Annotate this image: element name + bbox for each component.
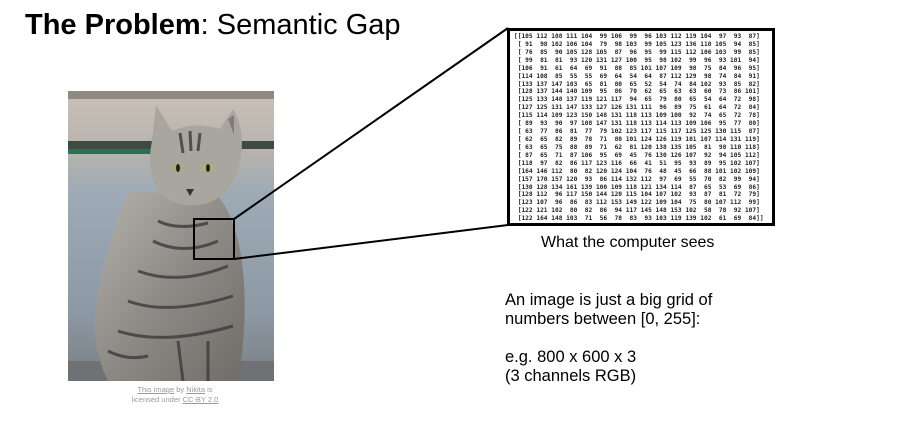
pixel-matrix: [[105 112 108 111 104 99 106 99 96 103 1… [507,28,775,226]
slide-title: The Problem: Semantic Gap [25,7,401,43]
credit-by-text: by [174,385,187,394]
matrix-row: [130 128 134 161 139 100 109 118 121 134… [514,183,760,191]
matrix-row: [[105 112 108 111 104 99 106 99 96 103 1… [514,33,760,40]
credit-license-text: licensed under [131,395,183,404]
matrix-row: [115 114 109 123 150 148 131 118 113 109… [514,112,760,120]
matrix-row: [ 63 77 86 81 77 79 102 123 117 115 117 … [514,128,760,136]
matrix-row: [ 99 81 81 93 120 131 127 100 95 98 102 … [514,56,760,64]
matrix-row: [125 133 148 137 119 121 117 94 65 79 80… [514,96,760,104]
matrix-row: [ 87 65 71 87 106 95 69 45 76 130 126 10… [514,151,760,159]
matrix-row: [157 170 157 120 93 86 114 132 112 97 69… [514,175,760,183]
matrix-row: [114 108 85 55 55 69 64 54 64 87 112 129… [514,72,760,80]
matrix-row: [127 125 131 147 133 127 126 131 111 96 … [514,104,760,112]
description: An image is just a big grid of numbers b… [505,291,712,405]
connector-line-top [233,27,509,220]
description-line: e.g. 800 x 600 x 3 [505,348,637,366]
matrix-row: [128 137 144 140 109 95 86 70 62 65 63 6… [514,88,760,96]
matrix-row: [164 146 112 80 82 120 124 104 76 48 45 … [514,167,760,175]
cat-image [68,91,274,381]
title-rest: : Semantic Gap [200,9,401,41]
title-bold: The Problem [25,9,201,41]
description-line: An image is just a big grid of [505,291,713,309]
matrix-row: [106 91 61 64 69 91 88 85 101 107 109 98… [514,64,760,72]
description-paragraph-1: An image is just a big grid of numbers b… [505,291,712,329]
matrix-row: [ 76 85 90 105 128 105 87 96 95 99 115 1… [514,48,760,56]
credit-is-text: is [205,385,213,394]
description-line: (3 channels RGB) [505,367,637,385]
description-paragraph-2: e.g. 800 x 600 x 3 (3 channels RGB) [505,348,712,386]
credit-author-link[interactable]: Nikita [186,385,206,394]
connector-line-bottom [233,224,509,260]
matrix-row: [133 137 147 103 65 81 80 65 52 54 74 84… [514,80,760,88]
matrix-row: [123 107 96 86 83 112 153 149 122 109 10… [514,199,760,207]
image-credit: This image by Nikita is licensed under C… [120,385,230,405]
matrix-row: [ 91 98 102 106 104 79 98 103 99 105 123… [514,40,760,48]
credit-image-link[interactable]: This image [137,385,175,394]
matrix-row: [ 63 65 75 88 89 71 62 81 120 138 135 10… [514,143,760,151]
matrix-row: [122 164 148 103 71 56 78 83 93 103 119 … [514,215,764,223]
matrix-caption: What the computer sees [541,234,715,251]
matrix-row: [128 112 96 117 150 144 120 115 104 107 … [514,191,760,199]
credit-license-link[interactable]: CC-BY 2.0 [182,395,219,404]
matrix-row: [122 121 102 80 82 86 94 117 145 148 153… [514,207,760,215]
cat-photo [68,91,274,381]
description-line: numbers between [0, 255]: [505,310,701,328]
matrix-row: [118 97 82 86 117 123 116 66 41 51 95 93… [514,159,760,167]
matrix-row: [ 62 65 82 89 78 71 80 101 124 126 119 1… [514,135,760,143]
matrix-row: [ 89 93 90 97 108 147 131 118 113 114 11… [514,120,760,128]
